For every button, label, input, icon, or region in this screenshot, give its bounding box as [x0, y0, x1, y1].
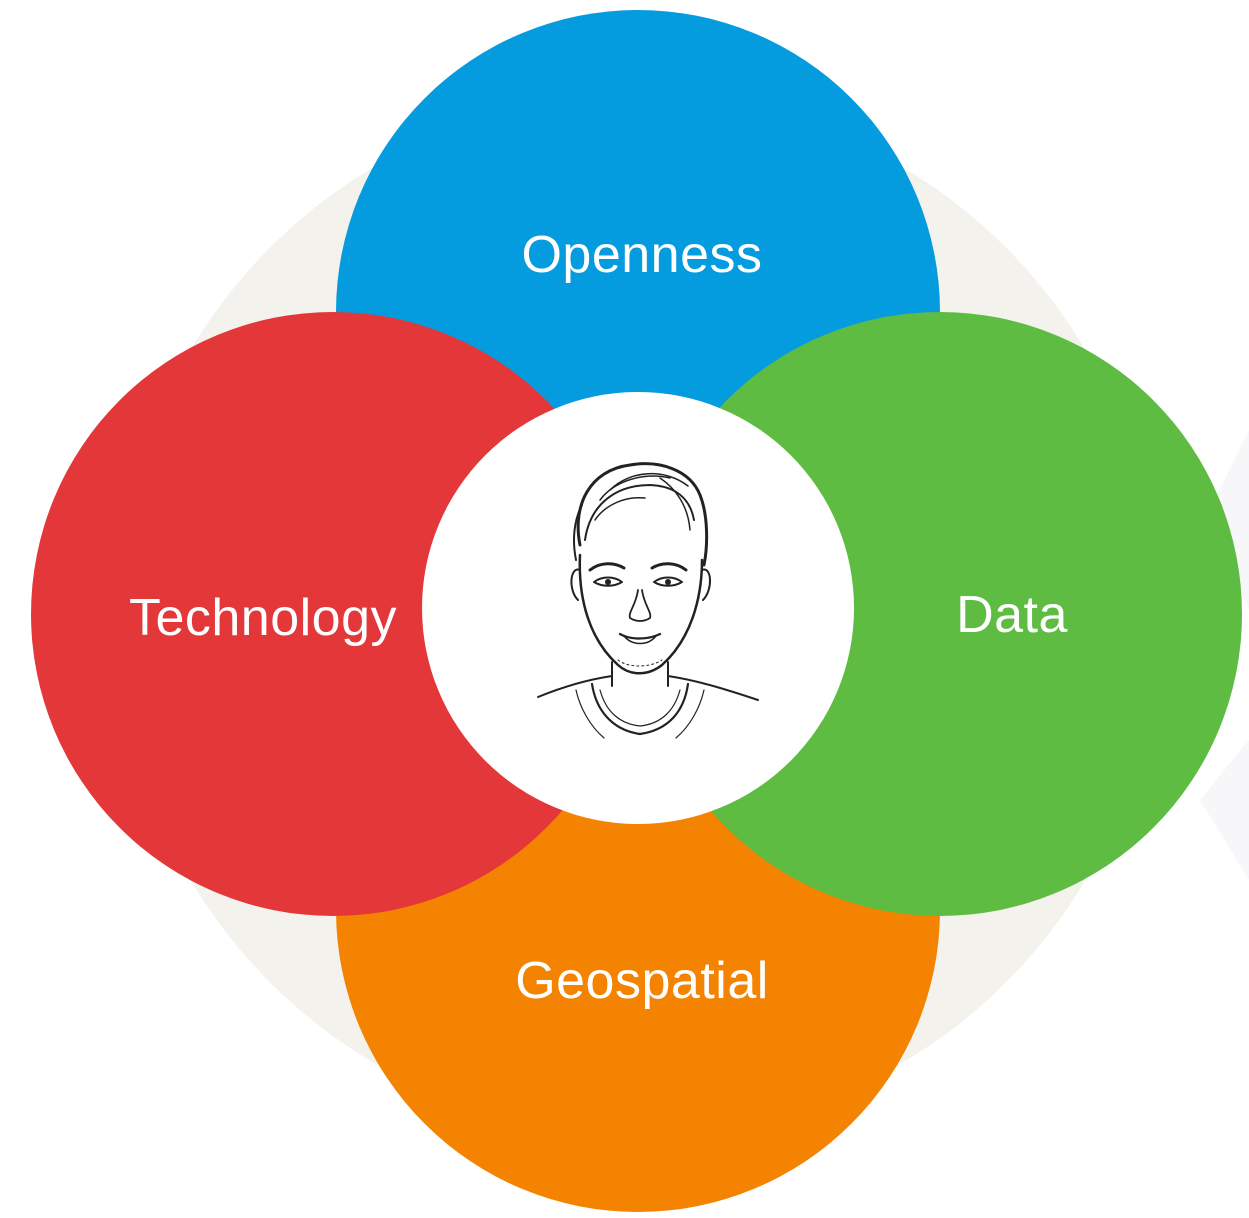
- background-accent: [1205, 430, 1249, 610]
- geospatial-label: Geospatial: [515, 952, 769, 1010]
- openness-label: Openness: [521, 226, 762, 284]
- person-sketch-portrait-icon: [537, 462, 759, 739]
- technology-label: Technology: [129, 589, 397, 647]
- data-label: Data: [956, 586, 1068, 644]
- center-circle: [422, 392, 854, 824]
- background-accent: [1200, 740, 1249, 880]
